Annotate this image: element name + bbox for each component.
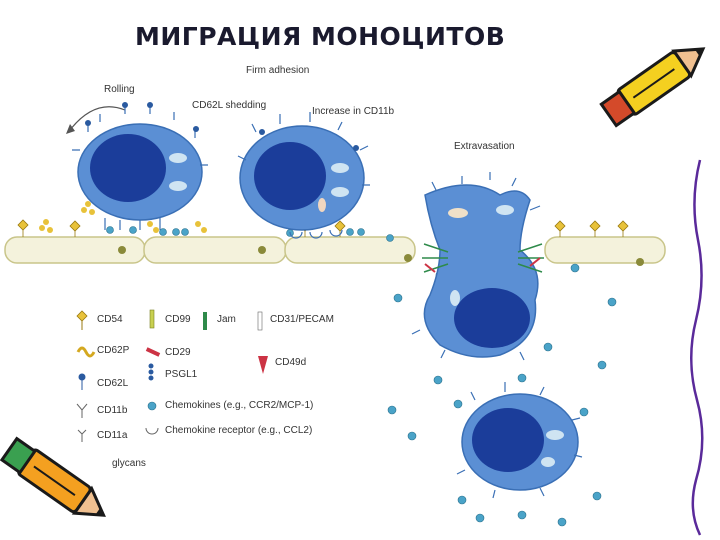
monocyte-rolling [72, 102, 208, 230]
rolling-arrow [69, 106, 126, 131]
legend-cd49d: CD49d [275, 357, 307, 368]
legend-cd54: CD54 [97, 314, 123, 325]
legend-icons [76, 309, 268, 442]
legend-glycans: glycans [112, 458, 146, 469]
pencil-icon-bottom-left [0, 436, 106, 517]
endothelium [4, 236, 666, 266]
label-cd62l-shedding: CD62L shedding [192, 100, 267, 111]
label-extravasation: Extravasation [454, 141, 515, 152]
label-firm-adhesion: Firm adhesion [246, 65, 310, 76]
monocyte-extravasation [411, 172, 544, 361]
legend-cd99: CD99 [165, 314, 191, 325]
label-increase-cd11b: Increase in CD11b [312, 106, 395, 117]
legend-cd62p: CD62P [97, 345, 130, 356]
page-title: МИГРАЦИЯ МОНОЦИТОВ [135, 22, 506, 51]
rolling-arrow-head [66, 124, 75, 134]
legend-cd31: CD31/PECAM [270, 314, 334, 325]
monocyte-firm-adhesion [237, 112, 370, 239]
legend-cd29: CD29 [165, 347, 191, 358]
legend-cd11a: CD11a [97, 430, 128, 441]
pencil-icon-top-right [599, 47, 706, 128]
decorative-border [690, 159, 704, 536]
cd62p-markers [39, 201, 207, 233]
legend-cd62l: CD62L [97, 378, 129, 389]
label-rolling: Rolling [104, 84, 135, 95]
legend-chemokines: Chemokines (e.g., CCR2/MCP-1) [165, 400, 314, 411]
legend-jam: Jam [217, 314, 236, 325]
legend-psgl1: PSGL1 [165, 369, 198, 380]
legend-cd11b: CD11b [97, 405, 128, 416]
legend-chemokine-receptor: Chemokine receptor (e.g., CCL2) [165, 425, 313, 436]
monocyte-migrated [456, 382, 583, 499]
